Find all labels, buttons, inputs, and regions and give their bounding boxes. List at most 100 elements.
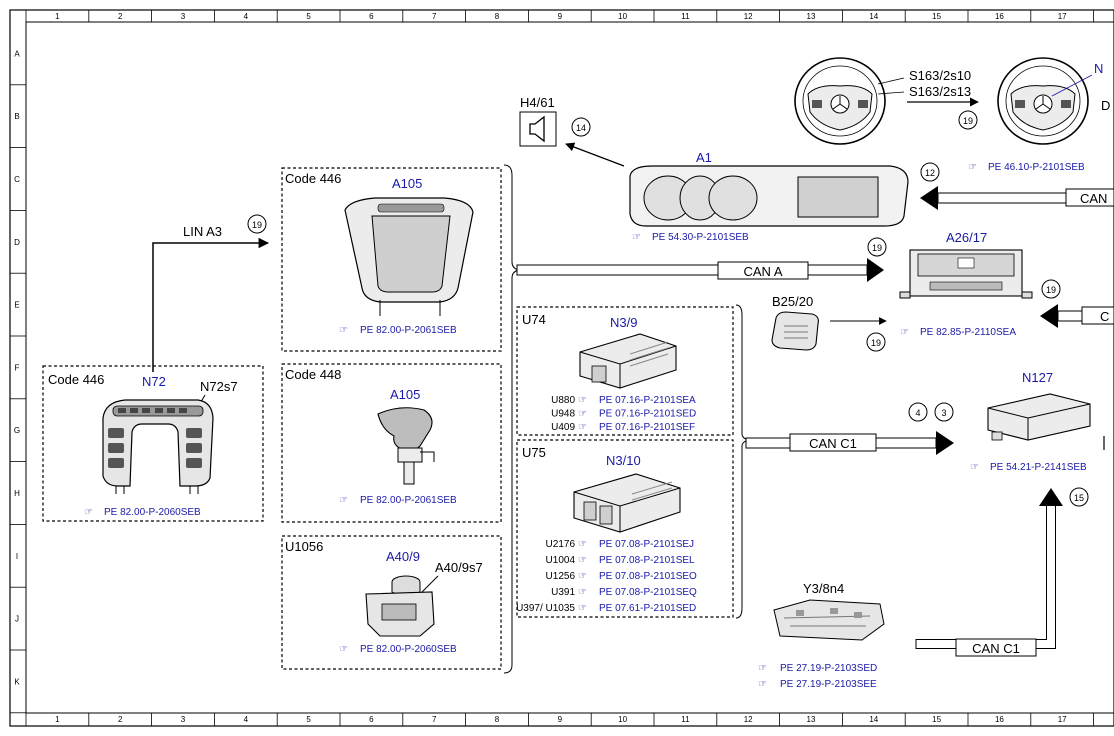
reference-link[interactable]: PE 07.08-P-2101SEO [599, 571, 697, 582]
component-name: A40/9 [386, 549, 420, 564]
reference-link[interactable]: PE 07.16-P-2101SEF [599, 422, 695, 433]
variant-code: U948 [551, 409, 575, 420]
variant-code: U391 [551, 587, 575, 598]
head-unit-drawing [899, 249, 1033, 299]
component-name: N3/10 [606, 453, 641, 468]
component-name: A105 [390, 387, 420, 402]
grid-column-label: 15 [932, 715, 941, 724]
reference-link[interactable]: PE 82.85-P-2110SEA [920, 327, 1016, 338]
reference-glyph: ☞ [578, 539, 587, 550]
module-steering-wheel: S163/2s10 S163/2s13 19 N D ☞ PE 46.10-P-… [794, 57, 1110, 173]
reference-link[interactable]: PE 07.61-P-2101SED [599, 603, 696, 614]
module-n127: N127 ☞ PE 54.21-P-2141SEB [970, 370, 1105, 473]
grid-row-label: A [14, 49, 20, 58]
grid-row-label: G [14, 426, 20, 435]
label-partial: D [1101, 98, 1110, 113]
reference-link[interactable]: PE 82.00-P-2060SEB [104, 507, 201, 518]
reference-link[interactable]: PE 46.10-P-2101SEB [988, 162, 1085, 173]
sensor-drawing [771, 311, 819, 351]
reference-link[interactable]: PE 82.00-P-2060SEB [360, 644, 457, 655]
grid-row-label: D [14, 238, 20, 247]
grid-row-label: E [14, 301, 19, 310]
steering-wheel-drawing-right [997, 57, 1089, 145]
can-c1-label: CAN C1 [809, 436, 857, 451]
grid-column-label: 13 [807, 715, 816, 724]
reference-link[interactable]: PE 82.00-P-2061SEB [360, 495, 457, 506]
component-name: B25/20 [772, 294, 813, 309]
reference-glyph: ☞ [578, 422, 587, 433]
module-n72: Code 446 N72 N72s7 ☞ PE 82.00-P-2060SEB [42, 365, 264, 522]
callout-15: 15 [1074, 493, 1084, 503]
module-y3-8n4: Y3/8n4 ☞ PE 27.19-P-2103SED ☞ PE 27.19-P… [758, 581, 885, 690]
grid-column-label: 13 [807, 12, 816, 21]
module-n3-10: U75 N3/10 U2176☞PE 07.08-P-2101SEJU1004☞… [516, 439, 734, 618]
grid-column-label: 3 [181, 12, 186, 21]
reference-link[interactable]: PE 07.16-P-2101SEA [599, 395, 696, 406]
grid-column-label: 14 [869, 12, 878, 21]
steering-wheel-drawing-left [794, 57, 886, 145]
module-a40-9: U1056 A40/9 A40/9s7 ☞ PE 82.00-P-2060SEB [281, 535, 502, 670]
can-c1-label: CAN C1 [972, 641, 1020, 656]
grid-column-label: 8 [495, 715, 500, 724]
code-label: Code 446 [48, 372, 104, 387]
reference-link[interactable]: PE 07.08-P-2101SEQ [599, 587, 697, 598]
callout-4: 4 [915, 408, 920, 418]
roof-control-drawing [344, 197, 474, 316]
reference-glyph: ☞ [339, 495, 348, 506]
reference-link[interactable]: PE 54.30-P-2101SEB [652, 232, 749, 243]
control-unit-drawing [987, 393, 1091, 441]
variant-code: U880 [551, 395, 575, 406]
reference-glyph: ☞ [758, 679, 767, 690]
module-a1: A1 ☞ PE 54.30-P-2101SEB [629, 150, 909, 243]
callout-19: 19 [963, 116, 973, 126]
group-bracket-left [503, 164, 520, 674]
grid-column-label: 1 [55, 715, 60, 724]
grid-column-label: 9 [558, 715, 563, 724]
grid-row-label: F [15, 363, 20, 372]
grid-column-label: 17 [1058, 715, 1067, 724]
component-name: N3/9 [610, 315, 637, 330]
callout-12: 12 [925, 168, 935, 178]
grid-column-label: 3 [181, 715, 186, 724]
reference-glyph: ☞ [578, 587, 587, 598]
can-partial-connection-top: CAN 12 [920, 162, 1114, 210]
module-n3-9: U74 N3/9 U880☞PE 07.16-P-2101SEAU948☞PE … [516, 306, 734, 436]
variant-code: U409 [551, 422, 575, 433]
reference-link[interactable]: PE 07.08-P-2101SEL [599, 555, 695, 566]
grid-column-label: 11 [681, 12, 690, 21]
reference-link[interactable]: PE 82.00-P-2061SEB [360, 325, 457, 336]
code-label: U75 [522, 445, 546, 460]
grid-column-label: 12 [744, 715, 753, 724]
grid-column-label: 10 [618, 12, 627, 21]
callout-3: 3 [941, 408, 946, 418]
reference-link[interactable]: PE 27.19-P-2103SEE [780, 679, 877, 690]
reference-link[interactable]: PE 07.16-P-2101SED [599, 409, 696, 420]
reference-link[interactable]: PE 54.21-P-2141SEB [990, 462, 1087, 473]
subcomponent-label: N72s7 [200, 379, 238, 394]
module-h4-61: H4/61 14 [519, 95, 625, 167]
module-a105-code446: Code 446 A105 ☞ PE 82.00-P-2061SEB [281, 167, 502, 352]
reference-link[interactable]: PE 07.08-P-2101SEJ [599, 539, 694, 550]
grid-column-label: 12 [744, 12, 753, 21]
grid-column-label: 6 [369, 12, 374, 21]
variant-code: U2176 [546, 539, 576, 550]
reference-link[interactable]: PE 27.19-P-2103SED [780, 663, 877, 674]
grid-row-label: B [14, 112, 19, 121]
component-name: N72 [142, 374, 166, 389]
grid-column-label: 4 [244, 715, 249, 724]
variant-code: U1256 [546, 571, 576, 582]
module-a105-code448: Code 448 A105 ☞ PE 82.00-P-2061SEB [281, 363, 502, 523]
can-partial-connection-mid: C [1040, 304, 1114, 328]
can-label-partial: C [1100, 309, 1109, 324]
callout-19: 19 [872, 243, 882, 253]
code-label: U1056 [285, 539, 323, 554]
speaker-icon [529, 115, 545, 143]
grid-column-label: 16 [995, 12, 1004, 21]
grid-column-label: 15 [932, 12, 941, 21]
overhead-control-panel-drawing [102, 399, 214, 494]
